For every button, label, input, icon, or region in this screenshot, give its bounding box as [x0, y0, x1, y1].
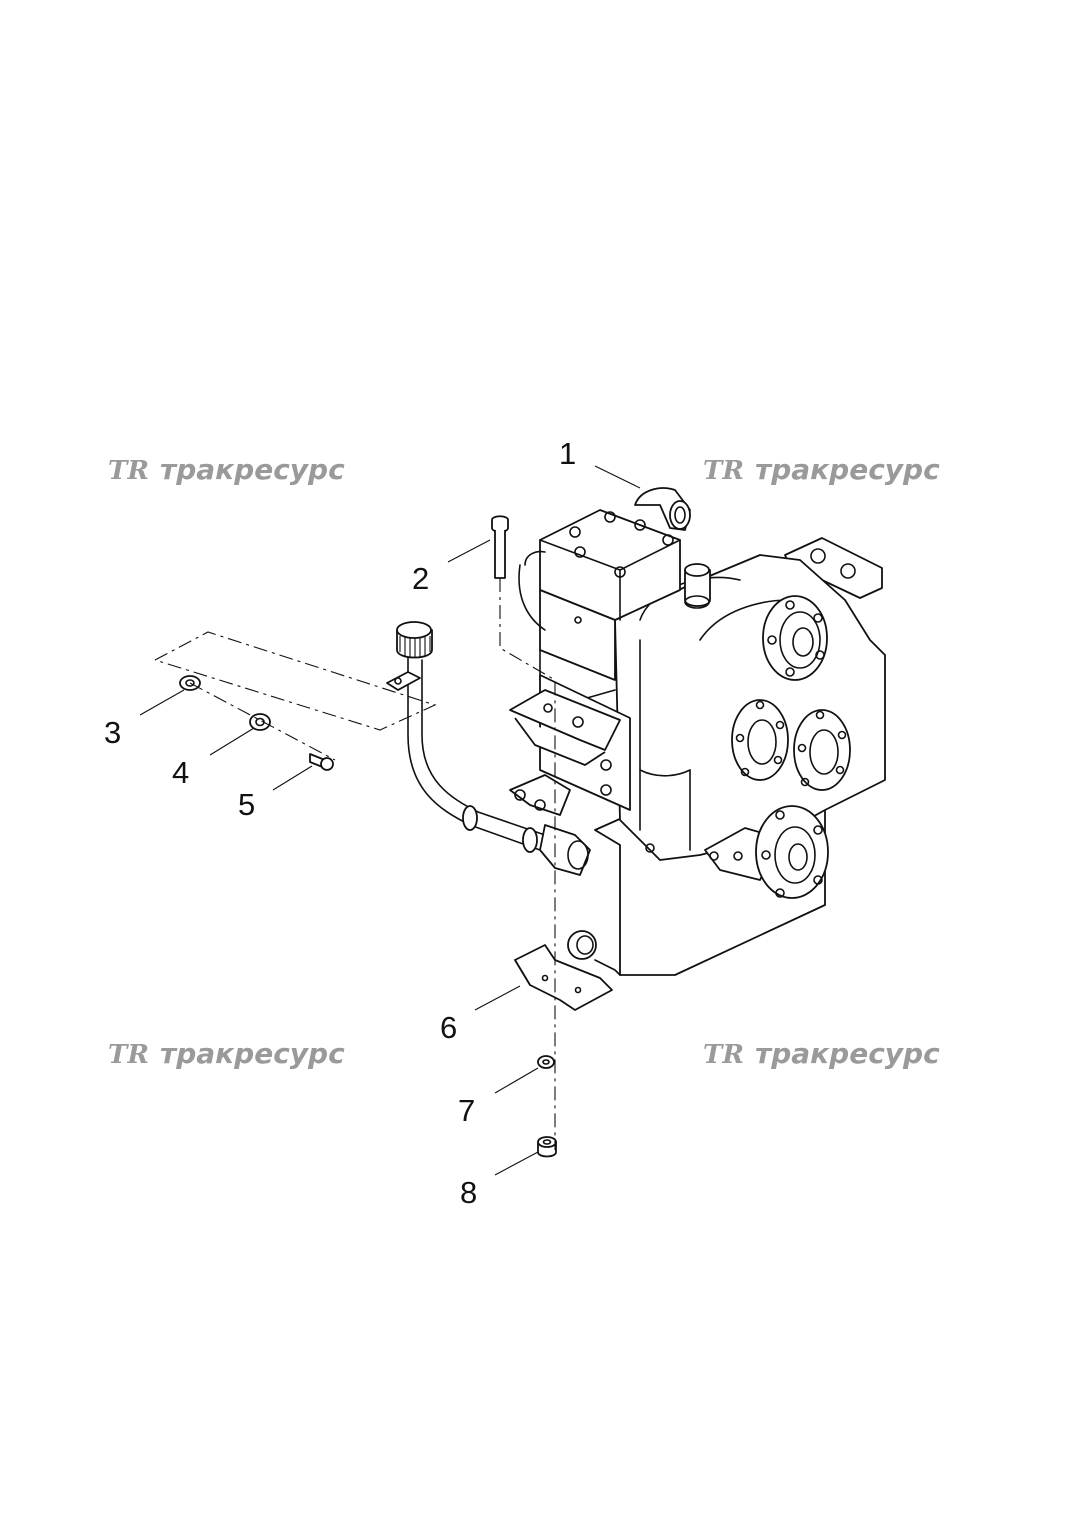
- mounting-bracket: [509, 674, 631, 816]
- assembly-lines: [154, 578, 556, 1150]
- watermark-text: тракресурс: [160, 1037, 345, 1070]
- watermark-text: тракресурс: [755, 1037, 940, 1070]
- callout-5: 5: [238, 787, 255, 822]
- washer-part: [179, 675, 201, 691]
- washer-7-part: [537, 1055, 555, 1069]
- watermark-text: тракресурс: [160, 453, 345, 486]
- callouts: 1 2 3 4 5 6 7 8: [104, 436, 576, 1210]
- callout-1: 1: [559, 436, 576, 471]
- lock-washer-part: [249, 713, 271, 731]
- watermark-bottom-left: TR тракресурс: [108, 1037, 345, 1070]
- watermark-logo: TR: [108, 1040, 149, 1070]
- leader-lines: [139, 465, 641, 1176]
- guard-plate-part: [514, 944, 613, 1011]
- watermark-text: тракресурс: [755, 453, 940, 486]
- callout-4: 4: [172, 755, 189, 790]
- watermark-logo: TR: [108, 456, 149, 486]
- callout-3: 3: [104, 715, 121, 750]
- oil-hose: [386, 621, 591, 876]
- callout-7: 7: [458, 1093, 475, 1128]
- transmission-assembly: [518, 487, 886, 976]
- callout-2: 2: [412, 561, 429, 596]
- watermark-logo: TR: [703, 456, 744, 486]
- watermark-bottom-right: TR тракресурс: [703, 1037, 940, 1070]
- nut-part: [537, 1136, 557, 1158]
- watermark-top-right: TR тракресурс: [703, 453, 940, 486]
- callout-6: 6: [440, 1010, 457, 1045]
- callout-8: 8: [460, 1175, 477, 1210]
- watermark-top-left: TR тракресурс: [108, 453, 345, 486]
- bolt-part: [491, 515, 509, 579]
- screw-part: [309, 753, 334, 771]
- watermark-logo: TR: [703, 1040, 744, 1070]
